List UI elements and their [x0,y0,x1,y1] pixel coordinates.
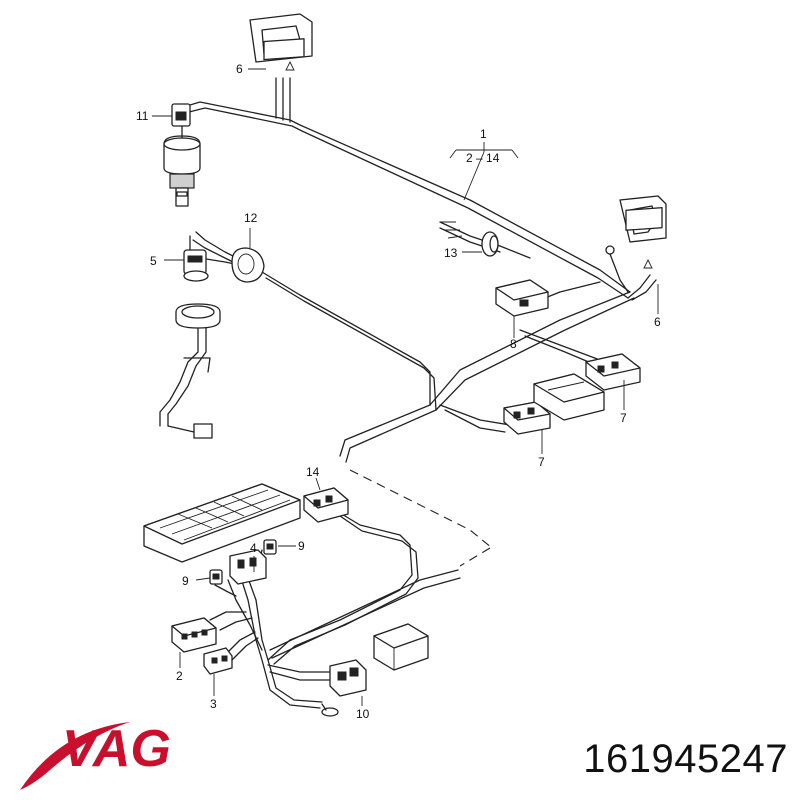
connector-9-upper [263,539,277,555]
callout-6-right: 6 [654,315,661,329]
leader-lines [152,68,659,706]
fuse-relay-panel [143,483,301,563]
grommet-13 [440,221,499,257]
callout-9-left: 9 [182,574,189,588]
rear-lamp-top [249,13,313,71]
brake-light-switch [163,103,201,207]
connector-8 [495,279,549,317]
rear-lamp-right [605,195,667,293]
callout-7-lower: 7 [538,455,545,469]
callout-2: 2 [176,669,183,683]
vag-logo-swoosh [20,722,130,790]
vag-logo: VAG [20,720,171,790]
part-number: 161945247 [583,737,788,781]
dashed-continuation [349,469,493,567]
connector-7-upper [585,353,641,391]
relay-cube [373,623,429,671]
callout-9-right: 9 [298,539,305,553]
connector-2 [171,617,217,653]
connector-9-lower [209,569,223,585]
connector-10 [321,659,367,717]
callout-6-top: 6 [236,62,243,76]
callout-13: 13 [444,246,458,260]
relay-box [533,373,605,421]
callout-3: 3 [210,697,217,711]
callout-4: 4 [250,541,257,555]
callout-10: 10 [356,707,370,721]
callout-numbers: 1 2 – 14 6 11 12 5 13 8 6 7 7 14 4 9 9 2… [136,62,661,721]
connector-3 [203,647,233,675]
callout-7-right: 7 [620,411,627,425]
vag-logo-text: VAG [62,720,171,778]
callout-12: 12 [244,211,258,225]
grommet-12 [231,247,265,283]
callout-1: 1 [480,127,487,141]
callout-8: 8 [510,337,517,351]
callout-1-range: 2 – 14 [466,151,500,165]
fuel-sender-connector [159,235,221,439]
callout-11: 11 [136,109,149,123]
callout-14: 14 [306,465,320,479]
main-harness [179,77,657,463]
connector-4 [229,549,267,585]
callout-5: 5 [150,254,157,268]
connector-14 [303,487,349,523]
